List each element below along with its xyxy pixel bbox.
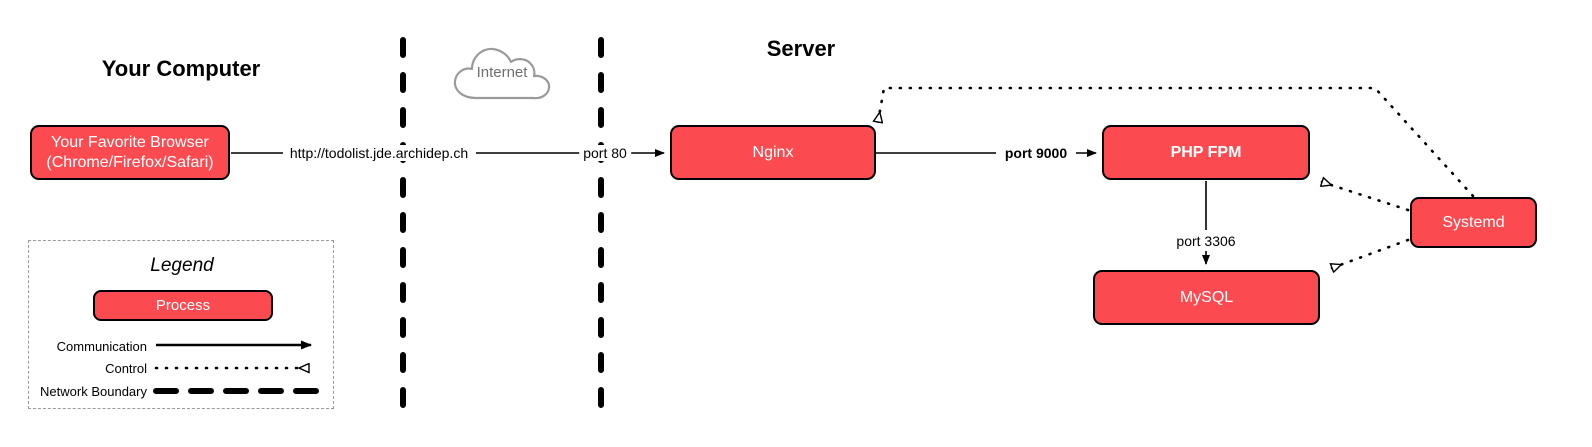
node-systemd[interactable]: Systemd — [1410, 197, 1537, 248]
internet-cloud: Internet — [446, 38, 558, 110]
node-nginx[interactable]: Nginx — [670, 125, 876, 180]
node-mysql-label: MySQL — [1179, 288, 1234, 306]
edge-label-url: http://todolist.jde.archidep.ch — [285, 145, 473, 161]
legend-process-swatch: Process — [93, 290, 273, 321]
legend-title: Legend — [150, 255, 214, 276]
node-php-fpm-label: PHP FPM — [1170, 143, 1242, 161]
node-browser-label-line1: Your Favorite Browser — [51, 133, 209, 151]
legend-line-samples — [153, 340, 322, 394]
internet-cloud-label: Internet — [476, 64, 528, 81]
node-browser[interactable]: Your Favorite Browser (Chrome/Firefox/Sa… — [30, 125, 230, 180]
zone-title-server: Server — [766, 36, 836, 61]
node-nginx-label: Nginx — [752, 143, 794, 161]
legend-label-network-boundary: Network Boundary — [40, 384, 147, 399]
legend-label-communication: Communication — [56, 339, 147, 354]
node-systemd-label: Systemd — [1442, 213, 1505, 231]
edge-systemd-controls-mysql — [1332, 238, 1410, 268]
edge-label-port-9000: port 9000 — [1000, 145, 1072, 161]
legend: Legend Process Communication Control Net… — [28, 240, 334, 409]
node-php-fpm[interactable]: PHP FPM — [1102, 125, 1310, 180]
zone-title-your-computer: Your Computer — [101, 56, 261, 81]
node-browser-label-line2: (Chrome/Firefox/Safari) — [46, 153, 214, 171]
legend-label-control: Control — [105, 361, 147, 376]
node-mysql[interactable]: MySQL — [1093, 270, 1320, 325]
legend-process-label: Process — [155, 297, 211, 314]
edge-label-port-80: port 80 — [579, 145, 631, 161]
cloud-icon — [453, 47, 551, 100]
edge-label-port-3306: port 3306 — [1172, 233, 1240, 249]
edge-systemd-controls-phpfpm — [1322, 182, 1410, 212]
